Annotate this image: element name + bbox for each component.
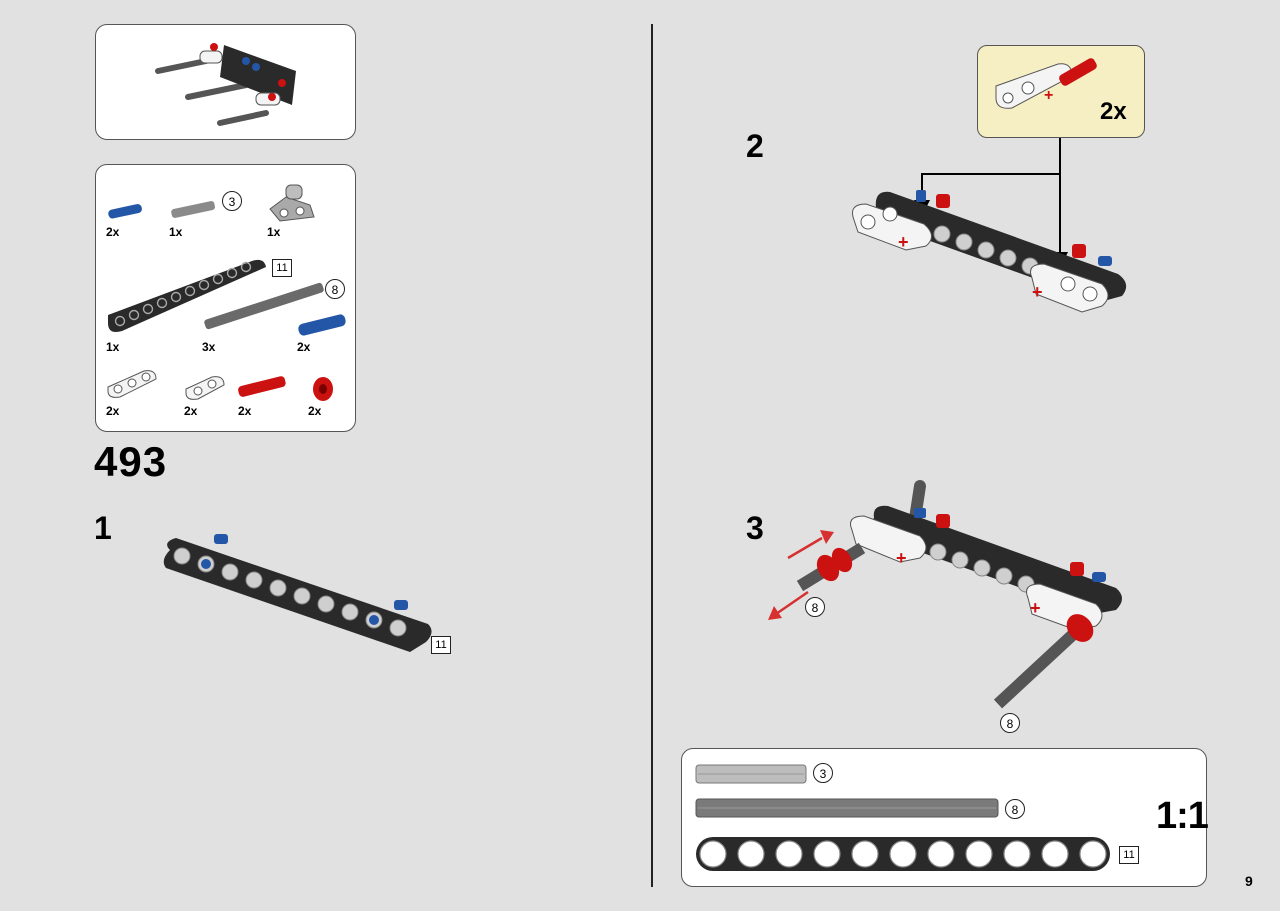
svg-text:+: + <box>896 548 907 568</box>
step2-assembly: + + <box>852 190 1127 313</box>
parts-qty: 2x <box>106 225 120 239</box>
svg-text:+: + <box>1030 598 1041 618</box>
parts-qty: 1x <box>267 225 281 239</box>
length-indicator: 3 <box>222 191 242 211</box>
white-beam-3-part <box>107 370 157 398</box>
page-number: 9 <box>1245 873 1253 889</box>
axle-3-part <box>171 201 216 218</box>
callout-subassembly-image: + <box>995 58 1097 109</box>
scale-reference-panel: 3 8 11 <box>681 748 1207 887</box>
red-bush-part <box>313 377 333 401</box>
parts-callout: + 2x <box>977 45 1145 138</box>
length-indicator: 3 <box>813 763 833 783</box>
red-axle-pin-part <box>238 376 286 397</box>
length-indicator: 8 <box>1005 799 1025 819</box>
page-divider <box>651 24 653 887</box>
svg-text:+: + <box>1044 87 1053 104</box>
beam-11-part <box>108 259 266 332</box>
gray-connector-part <box>269 184 315 222</box>
axle-8-part <box>204 282 324 330</box>
parts-qty: 2x <box>184 404 198 418</box>
blue-pin-part <box>108 204 142 219</box>
length-indicator: 11 <box>272 259 292 277</box>
parts-qty: 1x <box>169 225 183 239</box>
step-number: 1 <box>94 510 112 546</box>
scale-label: 1:1 <box>1156 795 1209 837</box>
length-indicator: 11 <box>431 636 451 654</box>
step-number: 3 <box>746 510 764 546</box>
length-indicator: 8 <box>805 597 825 617</box>
set-number: 493 <box>94 438 168 485</box>
length-indicator: 11 <box>1119 846 1139 864</box>
svg-text:+: + <box>1032 282 1043 302</box>
svg-text:+: + <box>898 232 909 252</box>
parts-qty: 2x <box>308 404 322 418</box>
step1-beam-assembly <box>163 534 432 652</box>
length-indicator: 8 <box>1000 713 1020 733</box>
parts-qty: 2x <box>238 404 252 418</box>
callout-qty: 2x <box>1100 98 1127 125</box>
submodel-overview-panel <box>95 24 356 140</box>
step3-assembly: + + <box>768 480 1122 709</box>
parts-qty: 1x <box>106 340 120 354</box>
blue-axle-pin-part <box>298 314 346 336</box>
parts-qty: 2x <box>297 340 311 354</box>
step-number: 2 <box>746 128 764 164</box>
parts-qty: 2x <box>106 404 120 418</box>
scale-axle-8 <box>695 798 999 818</box>
scale-beam-11 <box>696 837 1110 871</box>
parts-qty: 3x <box>202 340 216 354</box>
length-indicator: 8 <box>325 279 345 299</box>
white-connector-part <box>185 376 225 400</box>
parts-list-panel: 2x 3 1x 1x 11 1x 8 3x 2x 2x <box>95 164 356 432</box>
submodel-preview-image <box>155 43 296 126</box>
scale-axle-3 <box>695 764 807 784</box>
